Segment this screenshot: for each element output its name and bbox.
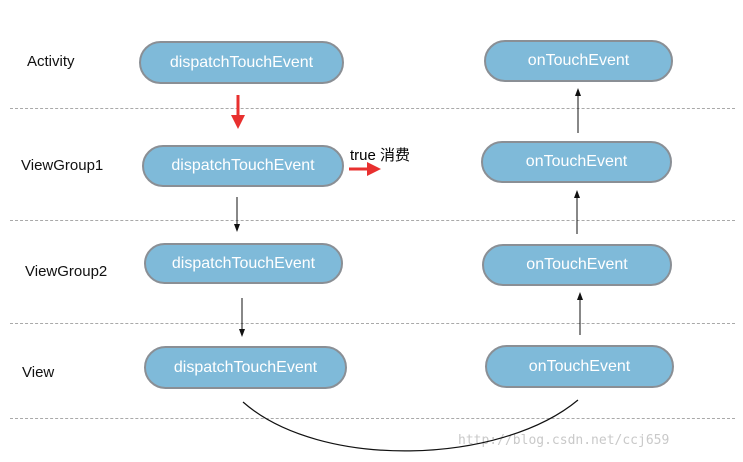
row-label-viewgroup1: ViewGroup1 (21, 157, 104, 174)
viewgroup2-ontouch-node: onTouchEvent (482, 244, 672, 286)
consume-note: true 消费 (350, 147, 411, 164)
return-curve (242, 399, 579, 452)
layer-divider (10, 108, 735, 109)
layer-divider (10, 323, 735, 324)
layer-divider (10, 418, 735, 419)
view-dispatch-node: dispatchTouchEvent (144, 346, 347, 389)
row-label-viewgroup2: ViewGroup2 (25, 263, 108, 280)
activity-dispatch-node: dispatchTouchEvent (139, 41, 344, 84)
layer-divider (10, 220, 735, 221)
activity-ontouch-node: onTouchEvent (484, 40, 673, 82)
viewgroup1-dispatch-node: dispatchTouchEvent (142, 145, 344, 187)
row-label-view: View (22, 364, 55, 381)
view-ontouch-node: onTouchEvent (485, 345, 674, 388)
viewgroup1-ontouch-node: onTouchEvent (481, 141, 672, 183)
row-label-activity: Activity (27, 53, 75, 70)
viewgroup2-dispatch-node: dispatchTouchEvent (144, 243, 343, 284)
watermark: http://blog.csdn.net/ccj659 (458, 433, 670, 448)
